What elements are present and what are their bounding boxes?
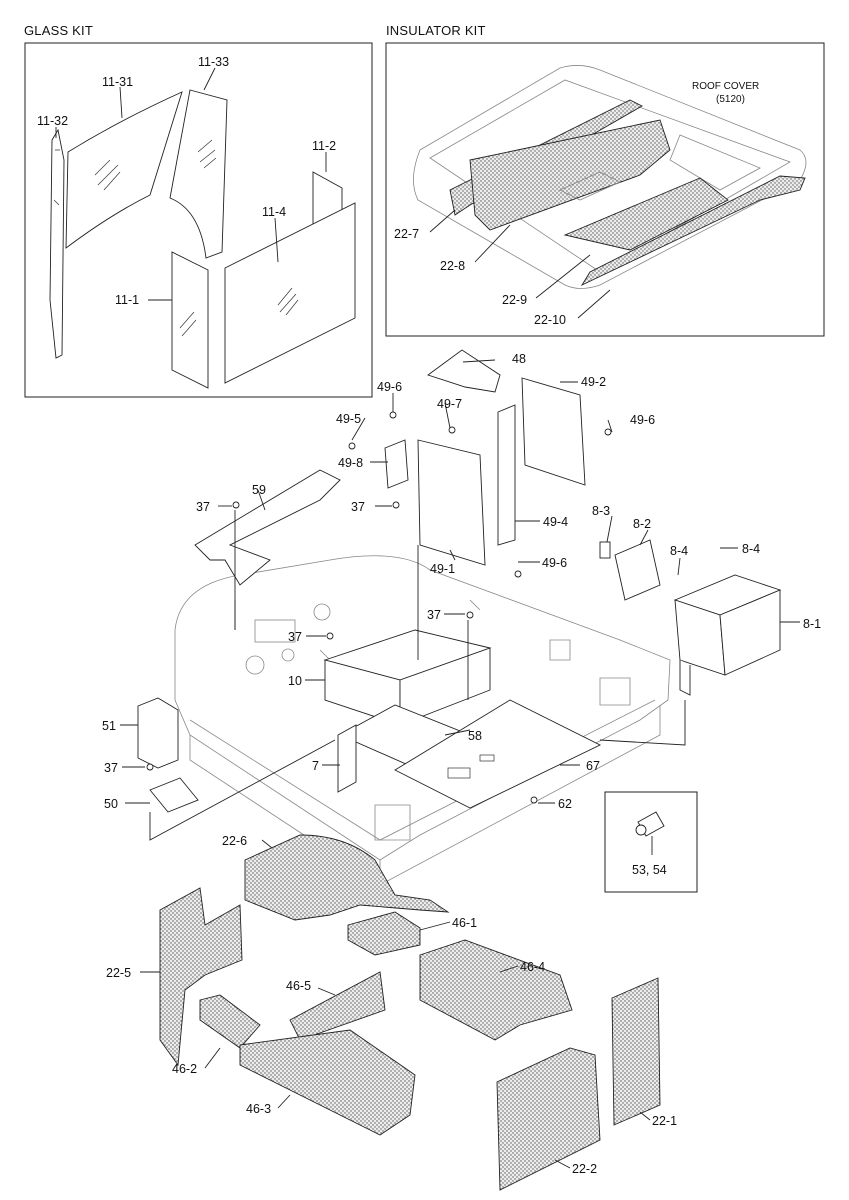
label-11-2: 11-2 bbox=[312, 139, 336, 153]
label-11-1: 11-1 bbox=[115, 293, 139, 307]
part-49-1 bbox=[417, 439, 486, 566]
pad-22-9 bbox=[563, 177, 729, 251]
label-49-5: 49-5 bbox=[336, 412, 361, 426]
label-22-1: 22-1 bbox=[652, 1114, 677, 1128]
part-51 bbox=[137, 697, 179, 769]
label-22-8: 22-8 bbox=[440, 259, 465, 273]
label-22-7: 22-7 bbox=[394, 227, 419, 241]
label-10: 10 bbox=[288, 674, 302, 688]
label-37-d: 37 bbox=[288, 630, 302, 644]
glass-kit-frame bbox=[24, 42, 373, 398]
part-53-54 bbox=[635, 811, 665, 837]
label-22-5: 22-5 bbox=[106, 966, 131, 980]
glass-kit-title: GLASS KIT bbox=[24, 23, 93, 38]
label-51: 51 bbox=[102, 719, 116, 733]
pad-22-5 bbox=[159, 887, 243, 1067]
label-49-7: 49-7 bbox=[437, 397, 462, 411]
label-50: 50 bbox=[104, 797, 118, 811]
label-8-1: 8-1 bbox=[803, 617, 821, 631]
part-8-1 bbox=[673, 574, 782, 696]
glass-11-33 bbox=[169, 89, 228, 259]
label-49-8: 49-8 bbox=[338, 456, 363, 470]
label-22-2: 22-2 bbox=[572, 1162, 597, 1176]
pad-22-2 bbox=[496, 1047, 601, 1191]
part-67 bbox=[394, 699, 602, 809]
part-7 bbox=[337, 724, 357, 793]
label-37-e: 37 bbox=[104, 761, 118, 775]
glass-11-31 bbox=[65, 91, 183, 249]
label-49-6-top: 49-6 bbox=[377, 380, 402, 394]
part-50 bbox=[149, 777, 199, 813]
label-46-4: 46-4 bbox=[520, 960, 545, 974]
label-37-b: 37 bbox=[351, 500, 365, 514]
bolts bbox=[146, 411, 612, 804]
label-11-31: 11-31 bbox=[102, 75, 133, 89]
label-46-1: 46-1 bbox=[452, 916, 477, 930]
glass-11-4 bbox=[224, 202, 356, 384]
pad-46-5 bbox=[289, 971, 386, 1041]
part-59 bbox=[194, 469, 341, 630]
label-58: 58 bbox=[468, 729, 482, 743]
leader-lines bbox=[120, 359, 800, 841]
label-7: 7 bbox=[312, 759, 319, 773]
inset-53-54-frame bbox=[604, 791, 698, 893]
label-8-4-a: 8-4 bbox=[670, 544, 688, 558]
pad-22-6 bbox=[244, 834, 450, 921]
pad-46-3 bbox=[239, 1029, 416, 1136]
label-8-2: 8-2 bbox=[633, 517, 651, 531]
label-67: 67 bbox=[586, 759, 600, 773]
insulator-kit-title: INSULATOR KIT bbox=[386, 23, 486, 38]
bottom-leader-lines bbox=[140, 839, 651, 1169]
label-8-4-b: 8-4 bbox=[742, 542, 760, 556]
glass-11-32 bbox=[49, 128, 65, 359]
label-49-4: 49-4 bbox=[543, 515, 568, 529]
label-37-a: 37 bbox=[196, 500, 210, 514]
label-48: 48 bbox=[512, 352, 526, 366]
label-8-3: 8-3 bbox=[592, 504, 610, 518]
insulator-kit-frame bbox=[385, 42, 825, 337]
label-49-6-right: 49-6 bbox=[630, 413, 655, 427]
part-49-8 bbox=[384, 439, 409, 489]
label-62: 62 bbox=[558, 797, 572, 811]
part-49-2 bbox=[521, 377, 586, 486]
pad-46-4 bbox=[419, 939, 573, 1041]
label-49-6-bottom: 49-6 bbox=[542, 556, 567, 570]
label-22-6: 22-6 bbox=[222, 834, 247, 848]
pad-22-1 bbox=[611, 977, 661, 1126]
label-22-9: 22-9 bbox=[502, 293, 527, 307]
part-10 bbox=[323, 629, 492, 726]
roof-cover-code: (5120) bbox=[716, 94, 745, 105]
pad-22-10 bbox=[580, 175, 806, 287]
part-49-4 bbox=[497, 404, 516, 546]
label-46-3: 46-3 bbox=[246, 1102, 271, 1116]
pad-46-1 bbox=[347, 911, 421, 956]
part-8-3 bbox=[599, 541, 611, 559]
pad-22-8 bbox=[469, 119, 671, 231]
label-11-33: 11-33 bbox=[198, 55, 229, 69]
label-59: 59 bbox=[252, 483, 266, 497]
glass-11-1 bbox=[171, 251, 209, 389]
label-46-5: 46-5 bbox=[286, 979, 311, 993]
label-22-10: 22-10 bbox=[534, 313, 566, 327]
label-53-54: 53, 54 bbox=[632, 863, 667, 877]
part-48 bbox=[427, 349, 501, 393]
label-46-2: 46-2 bbox=[172, 1062, 197, 1076]
label-37-c: 37 bbox=[427, 608, 441, 622]
label-11-32: 11-32 bbox=[37, 114, 68, 128]
label-11-4: 11-4 bbox=[262, 205, 286, 219]
pad-46-2 bbox=[199, 994, 261, 1049]
part-8-2 bbox=[614, 539, 661, 601]
label-49-1: 49-1 bbox=[430, 562, 455, 576]
roof-cover-label: ROOF COVER bbox=[692, 81, 759, 92]
label-49-2: 49-2 bbox=[581, 375, 606, 389]
